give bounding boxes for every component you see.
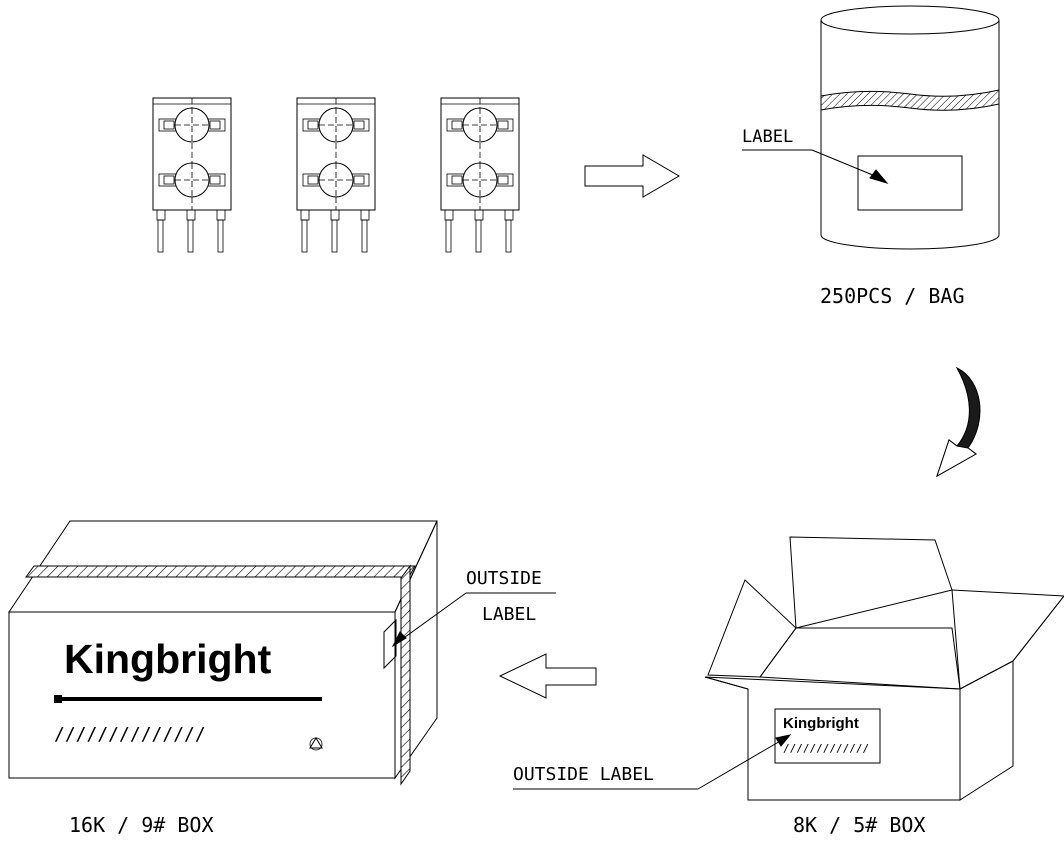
small-box-outside-label: OUTSIDE LABEL	[513, 764, 654, 785]
bag-caption: 250PCS / BAG	[820, 284, 965, 308]
led-component-2	[296, 97, 376, 253]
small-box-brand: Kingbright	[783, 715, 859, 732]
small-box-caption: 8K / 5# BOX	[793, 813, 925, 837]
recycle-icon	[309, 737, 323, 751]
small-box-label	[774, 708, 881, 764]
curved-arrow-icon	[936, 366, 981, 478]
led-component-1	[152, 97, 232, 253]
large-box-brand: Kingbright	[64, 636, 272, 682]
large-box-caption: 16K / 9# BOX	[69, 813, 214, 837]
anti-static-bag	[742, 5, 1000, 250]
brand-underline	[54, 697, 322, 701]
led-component-3	[440, 97, 520, 253]
small-box-label-hatch: /////////////	[783, 742, 869, 755]
large-box-outside-label-line1: OUTSIDE	[466, 568, 542, 589]
arrow-left-icon	[498, 653, 597, 699]
arrow-right-icon	[584, 154, 680, 198]
large-box: //////////////	[8, 520, 556, 786]
large-box-outside-label-line2: LABEL	[482, 604, 536, 625]
large-box-label-hatch: //////////////	[54, 724, 206, 745]
bag-label-text: LABEL	[742, 127, 793, 147]
bag-label-box	[857, 155, 963, 211]
small-box: /////////////	[513, 536, 1064, 801]
